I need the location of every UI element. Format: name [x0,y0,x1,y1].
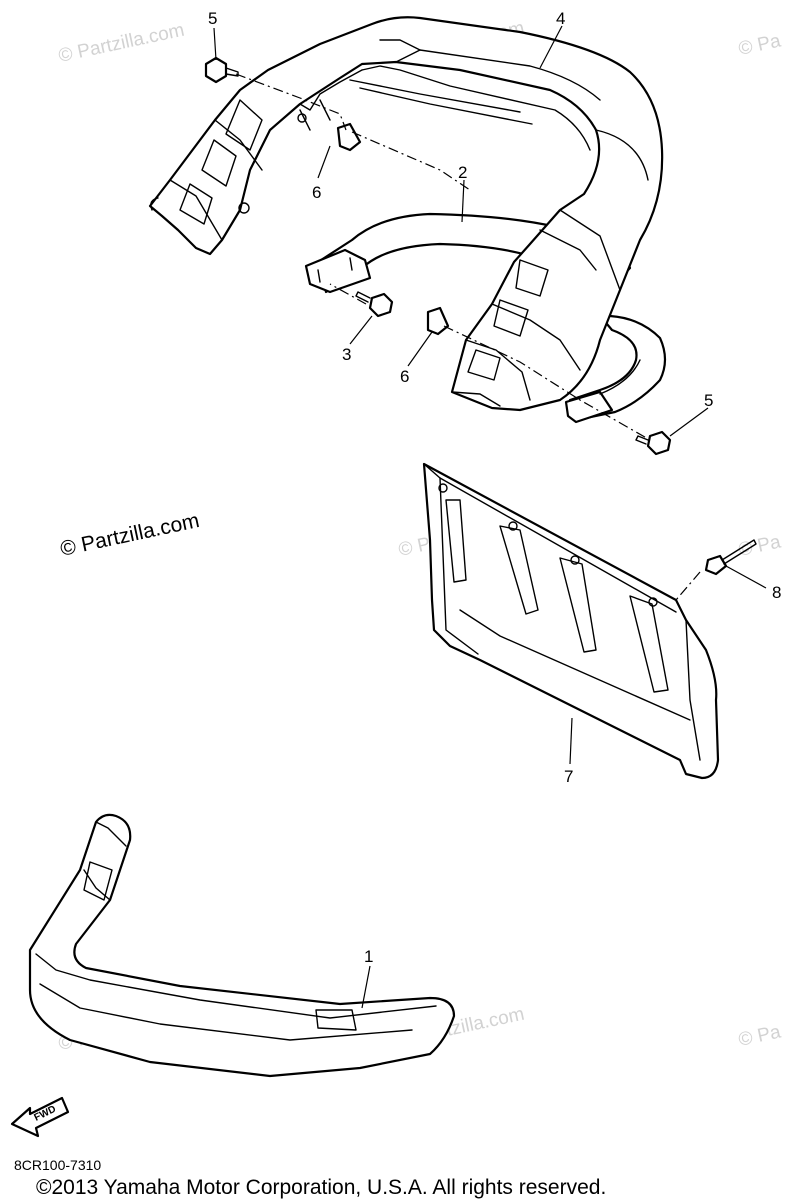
watermark-main: © Partzilla.com [58,509,201,561]
fwd-arrow-icon: FWD [10,1096,70,1138]
callout-6-top: 6 [312,183,321,202]
part-4-grab-bar [148,16,664,412]
clip-6-top [336,122,362,152]
copyright-notice: ©2013 Yamaha Motor Corporation, U.S.A. A… [36,1176,606,1199]
rivet-8 [704,539,757,576]
callout-4: 4 [556,9,565,28]
fasteners [204,56,757,576]
callout-8: 8 [772,583,781,602]
center-lines [235,73,701,601]
watermark-top-left: © Partzilla.com [57,20,187,67]
callout-3: 3 [342,345,351,364]
watermark-bottom-right: © Pa [737,1021,783,1050]
part-code: 8CR100-7310 [14,1157,101,1173]
watermarks: © Partzilla.com © Partzilla.com © Pa © P… [57,18,783,1055]
callout-6-mid: 6 [400,367,409,386]
part-1-front-bumper [28,813,456,1078]
bolt-5-right [635,430,672,456]
watermark-top-right: © Pa [737,30,783,59]
callout-5-right: 5 [704,391,713,410]
callout-7: 7 [564,767,573,786]
part-7-mud-flap [422,462,720,780]
callout-2: 2 [458,163,467,182]
clip-6-mid [426,306,450,336]
leader-lines [213,25,767,1009]
callout-1: 1 [364,947,373,966]
bolt-3 [355,291,394,318]
callouts: 5 4 6 2 3 6 5 8 7 1 [208,9,781,966]
bolt-5-top [204,56,239,84]
callout-5-top: 5 [208,9,217,28]
